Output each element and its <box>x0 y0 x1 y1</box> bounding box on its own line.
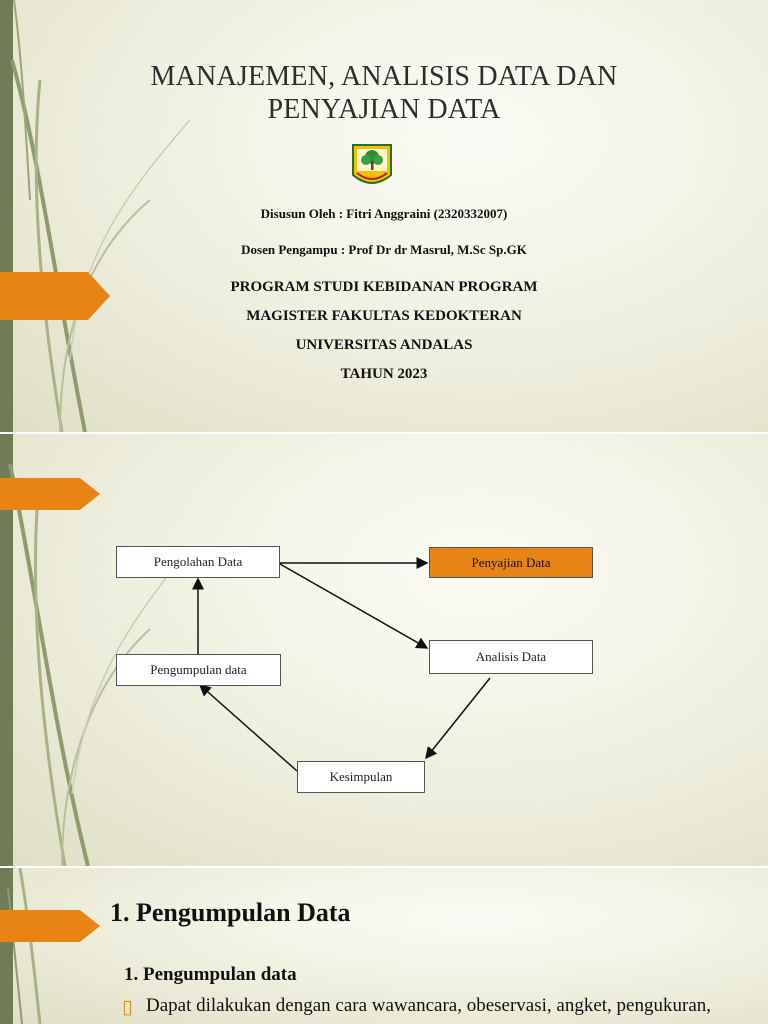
university-crest-icon <box>352 144 392 184</box>
institution-line-1: PROGRAM STUDI KEBIDANAN PROGRAM <box>230 279 538 295</box>
decorative-leaves <box>8 463 186 866</box>
slide-title: MANAJEMEN, ANALISIS DATA DAN PENYAJIAN D… <box>0 0 768 432</box>
sidebar-stripe <box>0 434 13 866</box>
institution-line-3: UNIVERSITAS ANDALAS <box>295 337 473 353</box>
institution-line-4: TAHUN 2023 <box>340 366 428 382</box>
slide-separator <box>0 432 768 434</box>
accent-tab <box>0 910 100 942</box>
bullet-icon: ▯ <box>122 997 133 1018</box>
slide-separator <box>0 866 768 868</box>
lecturer-line: Dosen Pengampu : Prof Dr dr Masrul, M.Sc… <box>241 242 527 257</box>
sidebar-stripe <box>0 0 13 432</box>
box-pengumpulan-data: Pengumpulan data <box>116 654 281 686</box>
arrow-analisis-to-kesimpulan <box>425 677 491 760</box>
arrow-pengolahan-to-analisis <box>279 563 429 649</box>
accent-tab <box>0 272 110 320</box>
author-line: Disusun Oleh : Fitri Anggraini (23203320… <box>260 206 508 221</box>
institution-line-2: MAGISTER FAKULTAS KEDOKTERAN <box>246 308 522 324</box>
box-pengolahan-data: Pengolahan Data <box>116 546 280 578</box>
slide-subheading: 1. Pengumpulan data <box>124 964 297 985</box>
slide-heading: 1. Pengumpulan Data <box>110 898 351 927</box>
box-analisis-data: Analisis Data <box>429 640 593 674</box>
title-line-1: MANAJEMEN, ANALISIS DATA DAN <box>150 61 618 92</box>
title-line-2: PENYAJIAN DATA <box>267 94 501 125</box>
slide-pengumpulan: 1. Pengumpulan Data 1. Pengumpulan data … <box>0 868 768 1024</box>
slide-diagram: Pengolahan Data Penyajian Data Analisis … <box>0 434 768 866</box>
decorative-leaves <box>7 868 42 1024</box>
box-penyajian-data: Penyajian Data <box>429 547 593 578</box>
slide-title-text: MANAJEMEN, ANALISIS DATA DAN PENYAJIAN D… <box>0 60 768 126</box>
accent-tab <box>0 478 100 510</box>
diagram-arrows <box>192 557 491 772</box>
box-kesimpulan: Kesimpulan <box>297 761 425 793</box>
bullet-text: Dapat dilakukan dengan cara wawancara, o… <box>146 995 711 1016</box>
arrow-kesimpulan-to-pengumpulan <box>198 684 298 772</box>
